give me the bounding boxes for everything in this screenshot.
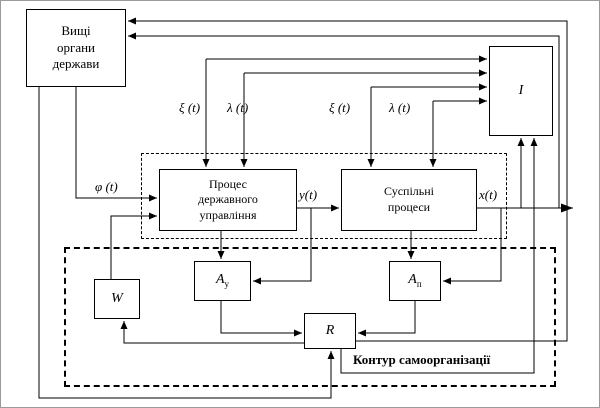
box-ap: Aп: [389, 261, 441, 301]
box-state-governance-process: Процес державного управління: [159, 169, 297, 231]
box-w: W: [94, 279, 140, 319]
box-information-system: I: [489, 46, 553, 136]
wire-higher-organs-to-r: [38, 87, 335, 399]
box-letter: R: [325, 322, 335, 338]
wire-r-to-higher-organs: [128, 17, 568, 342]
wire-r-to-info: [340, 138, 538, 374]
box-text-line: процеси: [387, 200, 431, 214]
box-text-line: Процес: [208, 176, 248, 191]
wire-x-to-ap: [443, 208, 502, 285]
box-letter: W: [111, 290, 123, 306]
inner-dashed-frame: [141, 153, 507, 239]
signal-label-xi1: ξ (t): [179, 100, 201, 115]
wire-phi-to-process: [75, 87, 157, 202]
box-text-line: держави: [52, 56, 100, 72]
box-text-line: управління: [199, 207, 257, 222]
box-text-line: Вищі: [61, 22, 91, 38]
signal-label-phi: φ (t): [95, 179, 118, 194]
box-higher-state-organs: Вищі органи держави: [26, 9, 126, 87]
signal-label-xi2: ξ (t): [329, 100, 351, 115]
box-ay: Aу: [194, 261, 251, 301]
box-letter-subscript: у: [224, 279, 230, 290]
box-text-line: органи: [56, 39, 96, 55]
box-text-line: Суспільні: [383, 184, 434, 199]
box-letter: A: [408, 272, 417, 288]
wire-x-feedback-to-higher-organs: [128, 32, 560, 208]
signal-label-x: x(t): [479, 187, 498, 202]
box-letter-subscript: п: [416, 279, 422, 290]
wire-ay-to-r: [220, 301, 302, 337]
box-letter: I: [518, 82, 524, 98]
self-organization-contour-label: Контур самоорганізації: [353, 352, 491, 367]
wire-y-to-ay: [253, 208, 312, 285]
wire-r-to-w: [120, 321, 304, 344]
wire-ap-to-r: [358, 301, 416, 337]
signal-label-lambda2: λ (t): [389, 100, 411, 115]
box-social-processes: Суспільні процеси: [341, 169, 477, 231]
box-r: R: [304, 313, 356, 349]
signal-label-lambda1: λ (t): [227, 100, 249, 115]
self-organization-contour-frame: [64, 247, 556, 387]
box-text-line: державного: [198, 192, 258, 207]
box-letter: A: [215, 272, 225, 288]
signal-label-y: y(t): [299, 187, 318, 202]
